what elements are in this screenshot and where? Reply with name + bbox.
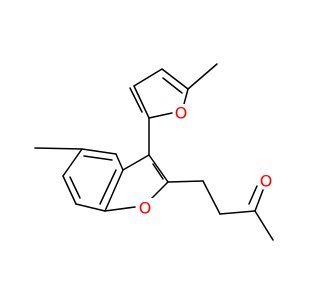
- atom-label-o-ketone: O: [260, 172, 273, 191]
- bond-carbonyl-o: [254, 189, 264, 212]
- atom-label-o-benzofuran: O: [139, 199, 152, 218]
- bond-c3-c2: [148, 154, 169, 183]
- bond-c3-c2-double: [152, 163, 164, 180]
- atom-o-furan: O: [173, 104, 189, 123]
- bond-c2-o1: [150, 181, 169, 200]
- atom-o-ketone: O: [258, 171, 274, 191]
- bond-c7a-c3a-double: [99, 169, 117, 205]
- atom-o-benzofuran: O: [137, 198, 153, 218]
- bond-furan-c5-o: [183, 88, 189, 105]
- bond-methyl-c5: [34, 147, 83, 150]
- bond-c6-c7-double: [69, 176, 81, 199]
- bond-furan-c2-c3: [133, 85, 150, 119]
- bond-c5-c6: [62, 148, 83, 177]
- bond-c7a-c3a: [104, 169, 124, 212]
- bond-c7-c7a: [75, 203, 106, 212]
- benzene-ring: [62, 148, 124, 212]
- bond-ch2a-ch2b: [202, 180, 221, 215]
- bond-furan-c2-c3-double: [129, 87, 143, 113]
- bond-o1-c7a: [104, 206, 136, 212]
- bond-furan-c3-c4: [133, 68, 163, 87]
- bond-c4-c5-double: [83, 155, 113, 161]
- bond-c4-c5: [81, 148, 117, 155]
- benzofuran-furan-ring: [104, 154, 169, 212]
- bond-c2-ch2a: [167, 180, 204, 183]
- bond-carbonyl-o-double: [248, 185, 258, 205]
- bond-c6-c7: [62, 175, 77, 205]
- bond-c3a-c4: [115, 153, 124, 171]
- bond-furan-c4-c5: [161, 68, 189, 90]
- bond-furan-c5-methyl: [187, 63, 218, 90]
- bond-carbonyl-methyl: [254, 210, 274, 241]
- bond-furan-c4-c5-double: [162, 77, 183, 94]
- molecule-structure-diagram: O O O: [34, 63, 274, 241]
- butanone-chain: [167, 180, 274, 241]
- atom-label-o-furan: O: [175, 104, 188, 123]
- bond-ch2b-carbonyl: [219, 210, 256, 215]
- bond-c3a-c3: [122, 154, 150, 171]
- methylfuran-ring: [129, 63, 218, 156]
- bond-furan-o-c2: [148, 112, 173, 119]
